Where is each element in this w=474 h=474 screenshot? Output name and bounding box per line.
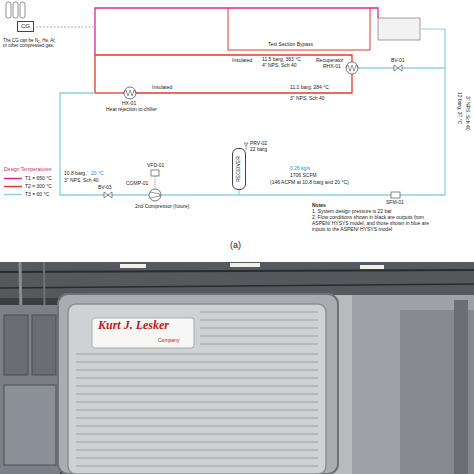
cold-pipe — [238, 190, 239, 195]
relief-valve-symbol — [244, 143, 248, 150]
gas-cylinders — [6, 2, 25, 18]
test-section-box — [378, 18, 420, 40]
annotation-label: SFM-01 — [386, 200, 404, 206]
annotation-label: HX-01 — [122, 101, 136, 107]
annotation-label: 3" NPS, Sch 40 — [290, 96, 325, 102]
signal-line — [155, 176, 156, 189]
annotation-label: 11.1 barg, 284 °C — [290, 85, 329, 91]
valve-symbol — [104, 192, 112, 198]
annotation-label: Design Temperatures — [4, 167, 51, 173]
annotation-label: COMP-01 — [126, 181, 148, 187]
annotation-label: (146 ACFM at 10.8 barg and 20 °C) — [270, 180, 349, 186]
legend-entry: T3 = 60 °C — [4, 191, 49, 197]
annotation-label: 12 barg, 37 °C — [456, 92, 462, 124]
node-label: RECEIVER — [236, 156, 242, 182]
vfd-box — [151, 170, 159, 176]
annotation-label: 2. Flow conditions shown in black are ou… — [312, 215, 442, 232]
cold-pipe — [60, 68, 445, 195]
warm-pipe — [136, 74, 352, 93]
annotation-label: (a) — [230, 240, 241, 250]
warm-pipe — [94, 55, 95, 93]
annotation-label: BV-03 — [98, 185, 112, 191]
compressor-symbol — [150, 192, 160, 198]
legend-swatch — [4, 176, 22, 181]
cold-pipe — [420, 29, 445, 68]
receiver-tank: RECEIVER — [232, 148, 246, 190]
annotation-label: Insulated — [232, 58, 252, 64]
logo-text: Company — [158, 338, 179, 344]
annotation-label: 3" NPS, Sch 40 — [464, 96, 470, 131]
gas-line — [36, 27, 95, 28]
annotation-label: 2nd Compressor (future) — [135, 204, 189, 210]
annotation-label: 3" NPS, Sch 40 — [64, 178, 99, 184]
annotation-label: 1. System design pressure is 22 bar — [312, 209, 392, 215]
heat-exchanger-symbol — [124, 87, 136, 99]
annotation-label: PRV-02 — [250, 141, 267, 147]
annotation-label: Test Section Bypass — [268, 42, 313, 48]
legend-label: T2 = 300 °C — [25, 183, 52, 189]
annotation-label: The CG can be N₂, He, Ar, or other compr… — [3, 38, 61, 48]
recuperator-symbol — [346, 62, 358, 74]
warm-pipe — [95, 92, 124, 93]
legend-swatch — [4, 184, 22, 189]
gas-supply-box: CG — [17, 21, 34, 32]
chamber-photo — [0, 262, 474, 474]
annotation-label: 22 barg — [250, 147, 267, 153]
logo-text: Kurt J. Lesker — [98, 319, 169, 333]
annotation-label: 1706 SCFM — [290, 173, 317, 179]
legend-label: T3 = 60 °C — [25, 191, 49, 197]
annotation-label: 10.8 barg, — [64, 171, 87, 177]
annotation-label: VFD-01 — [147, 163, 164, 169]
annotation-label: 20 °C — [91, 171, 104, 177]
legend-swatch — [4, 192, 22, 197]
bypass-pipe — [228, 8, 370, 50]
legend-entry: T2 = 300 °C — [4, 183, 52, 189]
annotation-label: BV-01 — [391, 58, 405, 64]
warm-pipe — [95, 55, 352, 62]
legend-label: T1 = 650 °C — [25, 175, 52, 181]
legend-entry: T1 = 650 °C — [4, 175, 52, 181]
node-label: CG — [21, 23, 30, 30]
hot-pipe — [95, 8, 378, 55]
annotation-label: Insulated — [152, 85, 172, 91]
valve-symbol — [394, 65, 402, 71]
flow-meter-symbol — [391, 192, 400, 198]
annotation-label: RHX-01 — [323, 64, 341, 70]
annotation-label: 4" NPS, Sch 40 — [262, 63, 297, 69]
annotation-label: Notes — [312, 203, 326, 209]
annotation-label: Heat rejection to chiller — [106, 107, 157, 113]
compressor-symbol — [149, 189, 161, 201]
annotation-label: 0.26 kg/s — [290, 166, 310, 172]
annotation-label: Recuperator — [316, 58, 344, 64]
annotation-label: 11.5 barg, 363 °C — [262, 57, 301, 63]
